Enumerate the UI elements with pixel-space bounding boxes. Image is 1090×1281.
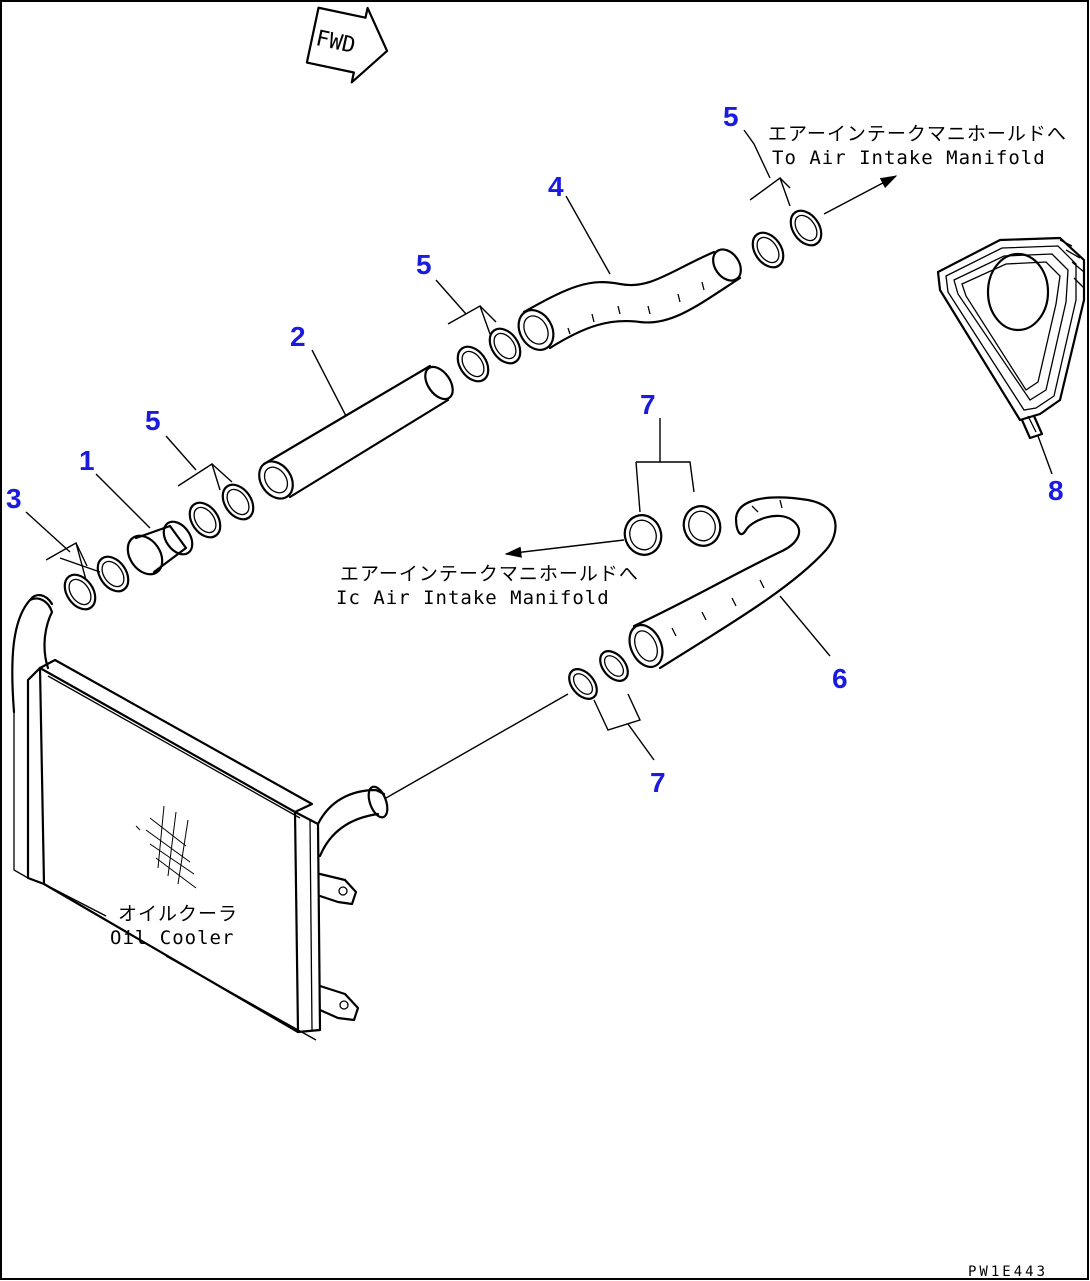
oil-cooler bbox=[11, 594, 389, 1034]
sleeve-part-1 bbox=[126, 520, 194, 576]
tube-part-2 bbox=[258, 364, 454, 500]
clamp-7-upper-pair bbox=[623, 505, 722, 556]
drawing-number: PW1E443 bbox=[968, 1264, 1048, 1280]
callout-7-lower: 7 bbox=[650, 767, 666, 798]
callout-1: 1 bbox=[79, 445, 95, 476]
clamp-5-middle-pair bbox=[456, 327, 522, 383]
clamp-7-lower-pair bbox=[568, 650, 629, 700]
callout-5-left: 5 bbox=[145, 405, 161, 436]
core-hatch-icon bbox=[135, 805, 197, 889]
callout-2: 2 bbox=[290, 321, 306, 352]
clamp-3-pair bbox=[63, 555, 130, 611]
callout-5-right: 5 bbox=[723, 101, 739, 132]
hose-part-6 bbox=[628, 496, 837, 670]
note-upper-jp: エアーインテークマニホールドへ bbox=[768, 123, 1067, 145]
fwd-arrow-icon: FWD bbox=[305, 6, 389, 84]
clamp-5-right-pair bbox=[751, 209, 823, 269]
note-upper-en: To Air Intake Manifold bbox=[772, 147, 1046, 169]
callout-5-middle: 5 bbox=[416, 249, 432, 280]
callout-8: 8 bbox=[1048, 475, 1064, 506]
hose-part-4 bbox=[517, 248, 742, 351]
to-intake-arrow-upper bbox=[823, 175, 898, 215]
fwd-label: FWD bbox=[314, 26, 358, 59]
leader-lines bbox=[25, 129, 1053, 1041]
to-intake-arrow-middle bbox=[504, 539, 625, 558]
note-oil-cooler-jp: オイルクーラ bbox=[118, 903, 238, 925]
callout-3: 3 bbox=[6, 483, 22, 514]
callout-6: 6 bbox=[832, 663, 848, 694]
note-middle-en: Ic Air Intake Manifold bbox=[336, 587, 610, 609]
note-oil-cooler-en: Oil Cooler bbox=[110, 927, 234, 949]
callout-4: 4 bbox=[548, 171, 564, 202]
intake-component-part-8 bbox=[936, 236, 1086, 440]
note-middle-jp: エアーインテークマニホールドへ bbox=[340, 563, 639, 585]
clamp-5-left-pair bbox=[188, 483, 255, 539]
callout-7-upper: 7 bbox=[640, 389, 656, 420]
